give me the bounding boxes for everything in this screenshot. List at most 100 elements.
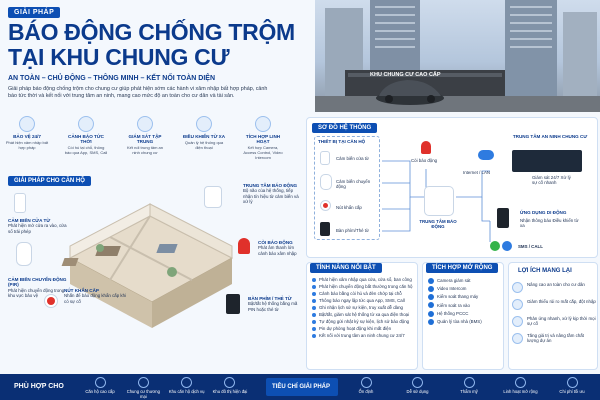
apartment-illustration <box>60 188 240 346</box>
siren-device <box>238 238 250 254</box>
city-icon <box>224 377 236 388</box>
phone-icon <box>196 116 212 132</box>
suit-items: Căn hộ cao cấp Chung cư thương mại Khu c… <box>80 377 250 399</box>
link-label: Internet / LAN <box>463 170 491 175</box>
integrations-heading: TÍCH HỢP MỞ RỘNG <box>426 263 499 273</box>
building-icon <box>137 377 149 388</box>
highlights-list: Phát hiện xâm nhập qua cửa, cửa sổ, ban … <box>312 276 412 339</box>
hero-sign: KHU CHUNG CƯ CAO CẤP <box>370 72 441 78</box>
benefits-heading: LỢI ÍCH MANG LẠI <box>518 268 572 274</box>
elevator-icon <box>428 294 434 301</box>
suit-item: Khu đô thị hiện đại <box>210 377 250 399</box>
motion-sensor-label: CẢM BIẾN CHUYỂN ĐỘNG (PIR)Phát hiện chuy… <box>8 277 67 299</box>
list-item: Tự động gửi nhật ký sự kiện, lịch sử báo… <box>312 318 412 325</box>
call-icon <box>490 241 500 251</box>
highlights-heading: TÍNH NĂNG NỔI BẬT <box>310 263 382 273</box>
diagram-center-label: TRUNG TÂM BÁO ĐỘNG <box>419 219 457 230</box>
device-group-title: THIẾT BỊ TẠI CĂN HỘ <box>318 139 366 144</box>
access-icon <box>428 302 434 309</box>
security-center-monitors <box>512 150 582 172</box>
coin-icon <box>566 377 578 388</box>
security-center-desc: Giám sát 24/7 Xử lý sự cố nhanh <box>532 175 571 186</box>
page-title-line1: BÁO ĐỘNG CHỐNG TRỘM <box>8 19 295 45</box>
benefits-panel <box>508 262 598 370</box>
smartphone-icon <box>497 208 509 228</box>
cloud-icon <box>478 150 494 160</box>
benefits-list: Nâng cao an toàn cho cư dân Giảm thiểu r… <box>512 282 596 344</box>
list-item: Kiểm soát thang máy <box>428 293 482 301</box>
app-title: ỨNG DỤNG DI ĐỘNG <box>520 210 567 215</box>
lightning-icon <box>512 316 523 327</box>
floorplan-3d <box>61 203 234 328</box>
puzzle-icon <box>255 116 271 132</box>
intercom-icon <box>428 286 434 293</box>
list-item: Ghi nhận lịch sử sự kiện, truy xuất dễ d… <box>312 304 412 311</box>
criteria-item: Thẩm mỹ <box>447 377 491 394</box>
alarm-center-device <box>204 186 222 208</box>
tagline: AN TOÀN – CHỦ ĐỘNG – THÔNG MINH – KẾT NỐ… <box>8 75 216 82</box>
integrations-list: Camera giám sát Video Intercom Kiểm soát… <box>428 277 482 326</box>
criteria-label: TIÊU CHÍ GIẢI PHÁP <box>272 384 331 390</box>
door-sensor-icon <box>320 151 330 165</box>
lock-icon <box>512 299 523 310</box>
list-item: Video Intercom <box>428 285 482 293</box>
list-item: Phát hiện xâm nhập qua cửa, cửa sổ, ban … <box>312 276 412 283</box>
diagram-heading: SƠ ĐỒ HỆ THỐNG <box>312 123 378 133</box>
bell-icon <box>78 116 94 132</box>
keypad-icon <box>320 222 330 236</box>
camera-icon <box>428 277 434 284</box>
diagram-device-4: Bàn phím/Thẻ từ <box>336 228 369 233</box>
suit-label: PHÙ HỢP CHO <box>14 383 64 390</box>
shield-icon <box>512 282 523 293</box>
diagram-connectors <box>382 160 491 242</box>
shield-icon <box>360 377 372 388</box>
list-item: Nâng cao an toàn cho cư dân <box>512 282 596 293</box>
network-icon <box>515 377 526 388</box>
door-sensor-device <box>14 193 26 213</box>
list-item: Phát hiện chuyển động bất thường trong c… <box>312 283 412 290</box>
suit-item: Chung cư thương mại <box>123 377 163 399</box>
chat-icon <box>502 241 512 251</box>
list-item: Thông báo ngay lập tức qua App, SMS, Cal… <box>312 297 412 304</box>
criteria-item: Chi phí tối ưu <box>550 377 594 394</box>
integrations-panel <box>422 262 504 370</box>
suit-item: Căn hộ cao cấp <box>80 377 120 399</box>
page-title-line2: TẠI KHU CHUNG CƯ <box>8 44 230 70</box>
list-item: Giảm thiểu rủi ro mất cắp, đột nhập <box>512 299 596 310</box>
building-icon <box>428 318 434 325</box>
list-item: Phản ứng nhanh, xử lý kịp thời mọi sự cố <box>512 316 596 327</box>
diagram-device-2: Cảm biến chuyển động <box>336 179 371 190</box>
sms-call-label: SMS / CALL <box>518 244 543 249</box>
list-item: Cảnh báo bằng còi hú và đèn chớp tại chỗ <box>312 290 412 297</box>
app-desc: Nhận thông báo Điều khiển từ xa <box>520 218 579 229</box>
panic-icon <box>320 200 331 211</box>
fire-icon <box>428 310 434 317</box>
security-center-title: TRUNG TÂM AN NINH CHUNG CƯ <box>512 134 588 139</box>
diagram-device-1: Cảm biến cửa từ <box>336 156 369 161</box>
list-item: Kết nối với trung tâm an ninh chung cư 2… <box>312 332 412 339</box>
diagram-siren-label: Còi báo động <box>411 158 438 163</box>
criteria-item: Dễ sử dụng <box>396 377 440 394</box>
apartment-heading: GIẢI PHÁP CHO CĂN HỘ <box>8 176 91 186</box>
building-icon <box>512 333 523 344</box>
list-item: Bật/tắt, giám sát hệ thống từ xa qua điệ… <box>312 311 412 318</box>
list-item: Camera giám sát <box>428 277 482 285</box>
diagram-device-3: Nút khẩn cấp <box>336 205 362 210</box>
suit-item: Khu căn hộ dịch vụ <box>167 377 207 399</box>
motion-sensor-device <box>16 242 32 266</box>
hero-image: KHU CHUNG CƯ CAO CẤP <box>315 0 600 112</box>
criteria-label-box <box>266 378 338 396</box>
hand-icon <box>412 377 423 388</box>
diamond-icon <box>463 377 475 388</box>
building-icon <box>181 377 193 388</box>
